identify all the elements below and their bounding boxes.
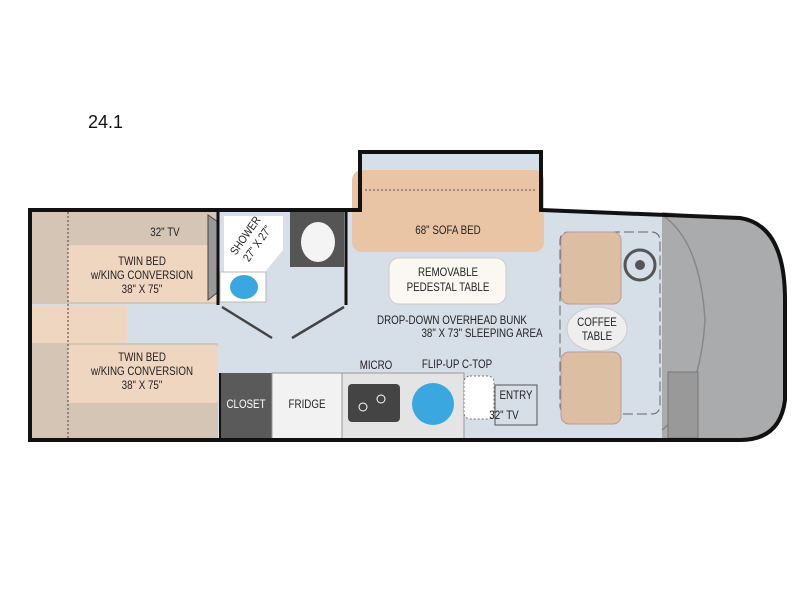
twin-bed-bottom-label: TWIN BED bbox=[118, 352, 166, 364]
steering-wheel-icon bbox=[623, 248, 657, 282]
closet bbox=[220, 373, 272, 440]
entry-step bbox=[494, 384, 538, 426]
toilet-icon bbox=[301, 222, 335, 262]
entry-label: ENTRY bbox=[499, 390, 533, 402]
rear-tv-label: 32" TV bbox=[150, 227, 180, 239]
sofa-bed bbox=[352, 170, 544, 252]
bunk-size: 38" X 73" SLEEPING AREA bbox=[421, 328, 543, 340]
shower bbox=[224, 216, 283, 278]
coffee-table bbox=[566, 306, 628, 352]
coffee-table-label-2: TABLE bbox=[581, 331, 613, 343]
twin-bed-bottom-conversion: w/KING CONVERSION bbox=[90, 366, 194, 378]
fridge-label: FRIDGE bbox=[288, 399, 326, 411]
micro-label: MICRO bbox=[359, 360, 393, 372]
sofa-label: 68" SOFA BED bbox=[415, 225, 481, 237]
pedestal-table bbox=[388, 257, 507, 305]
exterior-walls bbox=[28, 150, 787, 442]
stove-icon bbox=[348, 384, 400, 422]
coffee-table-label: COFFEE bbox=[577, 317, 617, 329]
twin-bed-bottom-size: 38" X 75" bbox=[121, 380, 163, 392]
twin-bed-top-label: TWIN BED bbox=[118, 256, 166, 268]
table-label: REMOVABLE bbox=[417, 267, 479, 279]
bunk-label: DROP-DOWN OVERHEAD BUNK bbox=[377, 315, 527, 327]
driver-chair bbox=[560, 351, 622, 425]
ctop-label: FLIP-UP C-TOP bbox=[421, 359, 493, 371]
entry-tv-label: 32" TV bbox=[489, 410, 519, 422]
galley-sink-icon bbox=[412, 383, 454, 425]
passenger-chair bbox=[560, 231, 622, 305]
closet-label: CLOSET bbox=[226, 399, 266, 411]
twin-bed-top-conversion: w/KING CONVERSION bbox=[90, 270, 194, 282]
flip-up-ctop bbox=[463, 375, 495, 420]
table-label-2: PEDESTAL TABLE bbox=[406, 282, 490, 294]
bed-middle-cushion bbox=[32, 305, 127, 343]
floorplan-title: 24.1 bbox=[88, 112, 124, 132]
sink-basin-icon bbox=[230, 275, 258, 299]
twin-bed-top-size: 38" X 75" bbox=[121, 284, 163, 296]
